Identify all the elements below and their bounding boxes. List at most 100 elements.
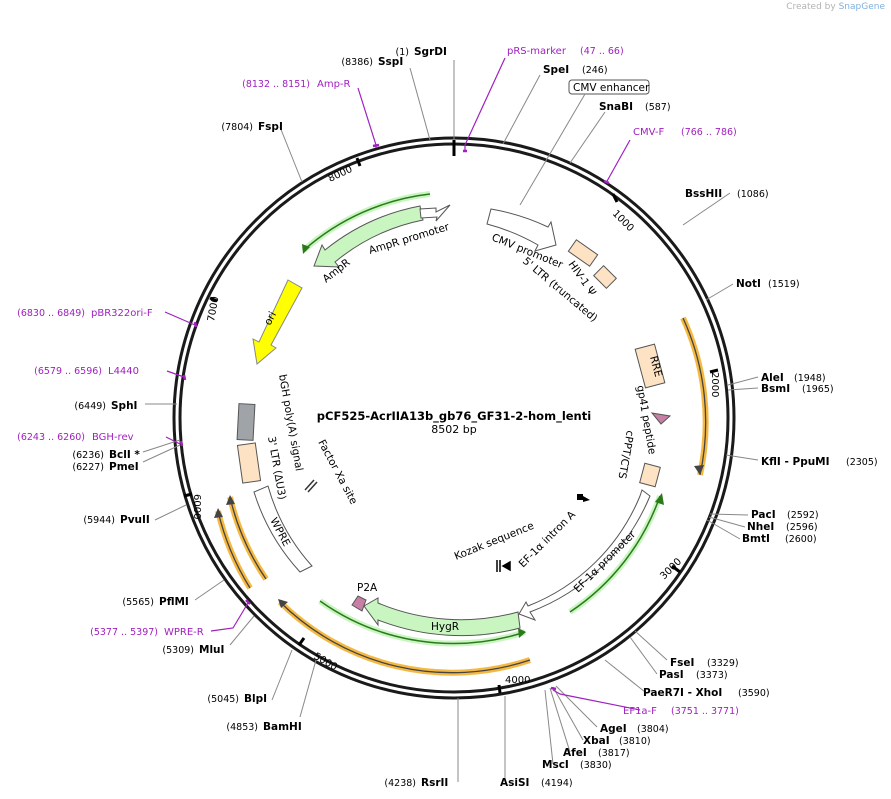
hygr-label: HygR [431,621,459,633]
enzyme-pos: (587) [645,102,671,113]
enzyme-label-bmti: BmtI [742,533,770,545]
enzyme-pos: (1) [396,47,409,58]
hiv-psi-feature[interactable] [592,264,618,290]
primer-lines [164,57,641,711]
enzyme-pos: (6227) [72,462,104,473]
enzyme-label-afei: AfeI [563,747,587,759]
cmv-enhancer-box[interactable] [568,79,650,95]
primer-range: (5377 .. 5397) [90,627,158,638]
enzyme-pos: (1948) [794,373,826,384]
enzyme-label-blpi: BlpI [244,693,267,705]
enzyme-label-pasi: PasI [659,669,684,681]
primer-range: (6830 .. 6849) [17,308,85,319]
enzyme-pos: (6236) [72,450,104,461]
enzyme-label-xbai: XbaI [583,735,610,747]
tick-label: 2000 [709,372,720,397]
enzyme-label-sgrdi: SgrDI [414,46,447,58]
tick-label: 4000 [505,675,530,686]
enzyme-leader-lines [142,60,759,782]
primer-range: (766 .. 786) [681,127,737,138]
ampr-gene[interactable] [313,205,424,268]
hygr-gene[interactable] [363,597,521,637]
enzyme-label-msci: MscI [542,759,569,771]
enzyme-pos: (3590) [738,688,770,699]
enzyme-label-alei: AleI [761,372,784,384]
enzyme-pos: (2600) [785,534,817,545]
enzyme-pos: (5944) [83,515,115,526]
plasmid-name: pCF525-AcrIIA13b_gb76_GF31-2-hom_lenti [317,409,591,424]
enzyme-label-bsshii: BssHII [685,188,722,200]
gp41-arrow[interactable] [650,412,672,425]
enzyme-label-pvuii: PvuII [120,514,150,526]
enzyme-label-agei: AgeI [600,723,627,735]
enzyme-pos: (5309) [162,645,194,656]
enzyme-label-sspi: SspI [378,56,403,68]
p2a-arrow[interactable] [351,595,367,612]
enzyme-pos: (3329) [707,658,739,669]
enzyme-label-fspi: FspI [258,121,283,133]
ltr3-feature[interactable] [236,442,262,484]
cmv-promoter-arrow[interactable] [486,208,557,252]
enzyme-label-paci: PacI [751,509,776,521]
enzyme-label-asisi: AsiSI [500,777,529,789]
enzyme-pos: (7804) [221,122,253,133]
enzyme-label-bcli: BclI * [109,449,140,461]
primer-label-l4440: L4440 [108,366,139,377]
enzyme-label-nhei: NheI [747,521,774,533]
tick-marks [183,140,719,694]
ef1a-promoter-arrow[interactable] [518,489,651,621]
enzyme-label-spei: SpeI [543,64,569,76]
tick-label: 1000 [610,208,636,234]
enzyme-pos: (1519) [768,279,800,290]
enzyme-pos: (3804) [637,724,669,735]
p2a-label: P2A [357,582,378,594]
enzyme-label-fsei: FseI [670,657,694,669]
wpre-feature[interactable] [253,485,313,573]
bgh-polya-feature[interactable] [236,403,256,441]
enzyme-pos: (1965) [802,384,834,395]
enzyme-pos: (4853) [226,722,258,733]
enzyme-label-mlui: MluI [199,644,224,656]
enzyme-pos: (3817) [598,748,630,759]
enzyme-pos: (4238) [384,778,416,789]
enzyme-label-snabi: SnaBI [599,101,633,113]
kozak-marker [496,560,511,572]
enzyme-label-pmei: PmeI [109,461,139,473]
gp41-label: gp41 peptide [634,384,658,455]
enzyme-pos: (3830) [580,760,612,771]
enzyme-pos: (5045) [207,694,239,705]
primer-label-ef1a-f: EF1a-F [623,706,657,717]
plasmid-length: 8502 bp [431,423,476,436]
orange-feature-arc-right[interactable] [680,316,709,476]
ef1a-intron-label: EF-1α intron A [517,508,579,570]
ori-label: ori [262,310,279,328]
cppt-feature[interactable] [639,462,661,488]
enzyme-label-noti: NotI [736,278,761,290]
factor-xa-label: Factor Xa site [315,438,359,507]
enzyme-pos: (6449) [74,401,106,412]
cmv-enhancer-label: CMV enhancer [573,82,650,94]
snapgene-logo: SnapGene [838,2,885,12]
enzyme-label-rsrii: RsrII [421,777,448,789]
ltr5-feature[interactable] [567,239,599,267]
enzyme-label-paer7i-xhoi: PaeR7I - XhoI [643,687,722,699]
enzyme-pos: (5565) [122,597,154,608]
enzyme-pos: (3810) [619,736,651,747]
rre-label: RRE [647,355,664,379]
enzyme-label-kfli-ppumi: KflI - PpuMI [761,456,830,468]
enzyme-labels: (1) SgrDI (8386) SspI SpeI (246) SnaBI (… [72,46,877,789]
ef1a-intron-marker [577,494,590,502]
tick-label: 3000 [658,556,684,582]
rre-feature[interactable] [634,343,666,389]
primer-label-cmv-f: CMV-F [633,127,664,138]
snapgene-credit: Created by SnapGene [786,2,885,12]
primer-labels: pRS-marker (47 .. 66) CMV-F (766 .. 786)… [17,46,739,717]
primer-range: (6579 .. 6596) [34,366,102,377]
enzyme-pos: (1086) [737,189,769,200]
ori-feature[interactable] [252,279,303,365]
primer-label-prs-marker: pRS-marker [507,46,567,57]
enzyme-pos: (2596) [786,522,818,533]
ampr-promoter-arrow[interactable] [419,204,451,222]
tick-label: 7000 [206,296,221,323]
